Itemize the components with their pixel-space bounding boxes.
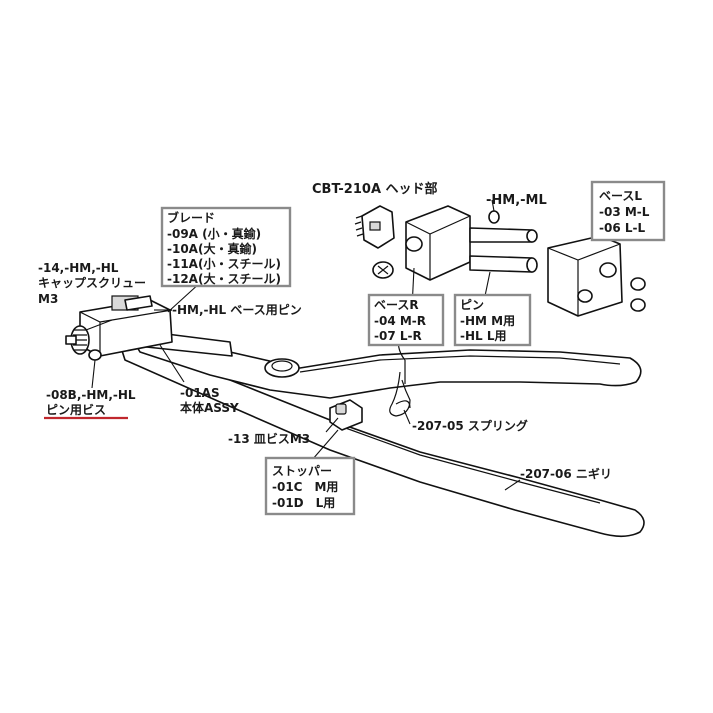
body-line-2: 本体ASSY [180, 400, 239, 415]
blade-item-1: -09A (小・真鍮) [167, 226, 261, 241]
pin-title: ピン [460, 298, 484, 312]
stopper-title: ストッパー [272, 464, 332, 478]
blade-item-4: -12A(大・スチール) [167, 271, 281, 286]
stopper-box [264, 456, 356, 516]
pin-screw-line-1: -08B,-HM,-HL [46, 388, 136, 402]
leader-lines [85, 199, 521, 491]
base-r-item-2: -07 L-R [374, 329, 422, 343]
grip-label: -207-06 ニギリ [520, 466, 612, 481]
cap-screw-line-2: キャップスクリュー [38, 275, 146, 290]
head-title-label: CBT-210A ヘッド部 [312, 181, 438, 197]
spring-label: -207-05 スプリング [412, 418, 528, 433]
pin-box [453, 293, 532, 347]
base-l-item-2: -06 L-L [599, 221, 645, 235]
blade-item-2: -10A(大・真鍮) [167, 241, 257, 256]
base-l-box [590, 180, 666, 242]
exploded-head [354, 205, 646, 317]
blade-item-3: -11A(小・スチール) [167, 256, 281, 271]
stopper-item-2: -01D L用 [272, 496, 335, 510]
flat-screw-label: -13 皿ビスM3 [228, 431, 310, 446]
base-l-item-1: -03 M-L [599, 205, 650, 219]
stopper-item-1: -01C M用 [272, 480, 338, 494]
blade-title: ブレード [167, 210, 215, 225]
body-line-1: -01AS [180, 386, 220, 400]
base-r-title: ベースR [374, 298, 419, 312]
cap-screw-line-3: M3 [38, 292, 58, 306]
base-pin-label: -HM,-HL ベース用ピン [172, 303, 302, 317]
tool-body [65, 295, 645, 538]
base-l-title: ベースL [599, 189, 642, 203]
pin-item-1: -HM M用 [460, 314, 515, 328]
base-r-box [367, 293, 445, 347]
cap-screw-line-1: -14,-HM,-HL [38, 261, 119, 275]
blade-box [160, 206, 292, 288]
hm-ml-label: -HM,-ML [486, 193, 547, 208]
base-r-item-1: -04 M-R [374, 314, 426, 328]
pin-screw-line-2: ピン用ビス [46, 402, 106, 417]
pin-item-2: -HL L用 [460, 329, 507, 343]
